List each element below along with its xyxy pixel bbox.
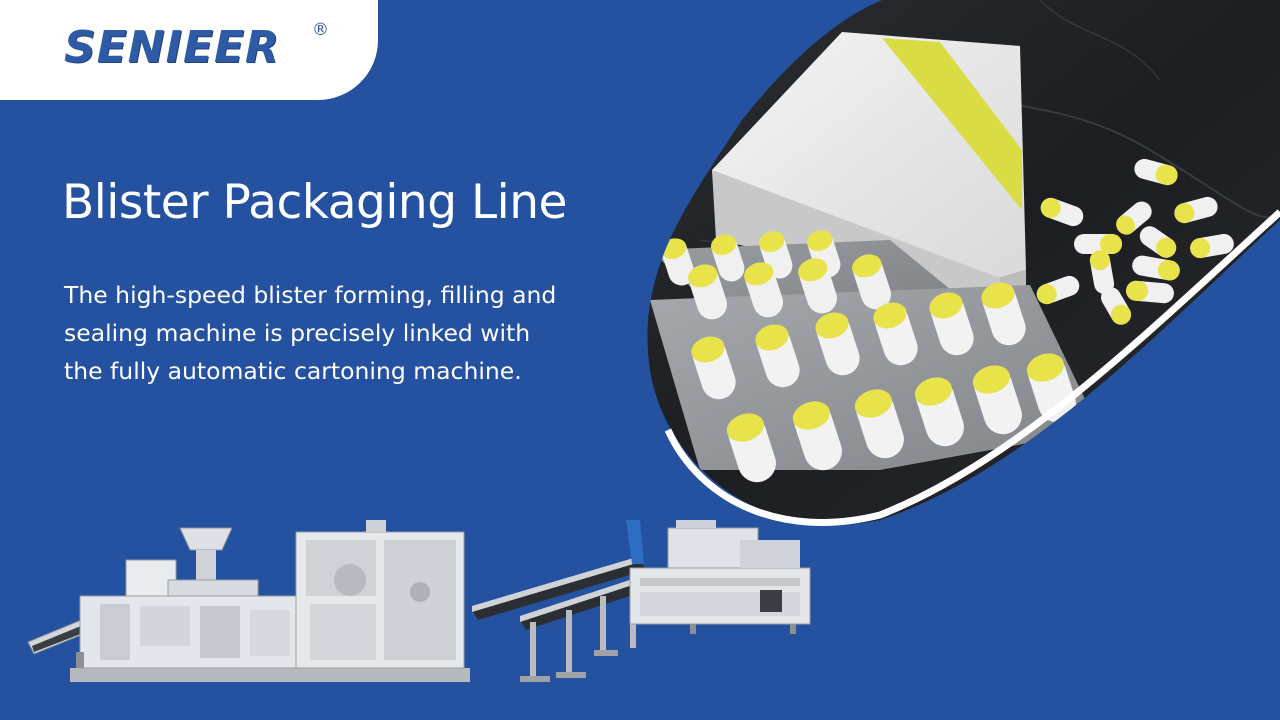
page-title: Blister Packaging Line bbox=[62, 175, 567, 230]
capsule-grid bbox=[660, 230, 1076, 483]
blister-packaging-machine bbox=[27, 520, 470, 682]
description-line: the fully automatic cartoning machine. bbox=[64, 357, 522, 385]
description-line: sealing machine is precisely linked with bbox=[64, 319, 531, 347]
cartoning-machine bbox=[472, 520, 811, 682]
hero-frame-arc bbox=[664, 209, 1280, 526]
carton-box bbox=[712, 32, 1026, 300]
brand-logo: SENIEER bbox=[64, 22, 280, 73]
description-line: The high-speed blister forming, filling … bbox=[64, 281, 557, 309]
logo-badge: SENIEER ® bbox=[0, 0, 378, 100]
registered-trademark-icon: ® bbox=[312, 20, 329, 40]
loose-capsules bbox=[1036, 158, 1234, 325]
description: The high-speed blister forming, filling … bbox=[64, 276, 664, 390]
